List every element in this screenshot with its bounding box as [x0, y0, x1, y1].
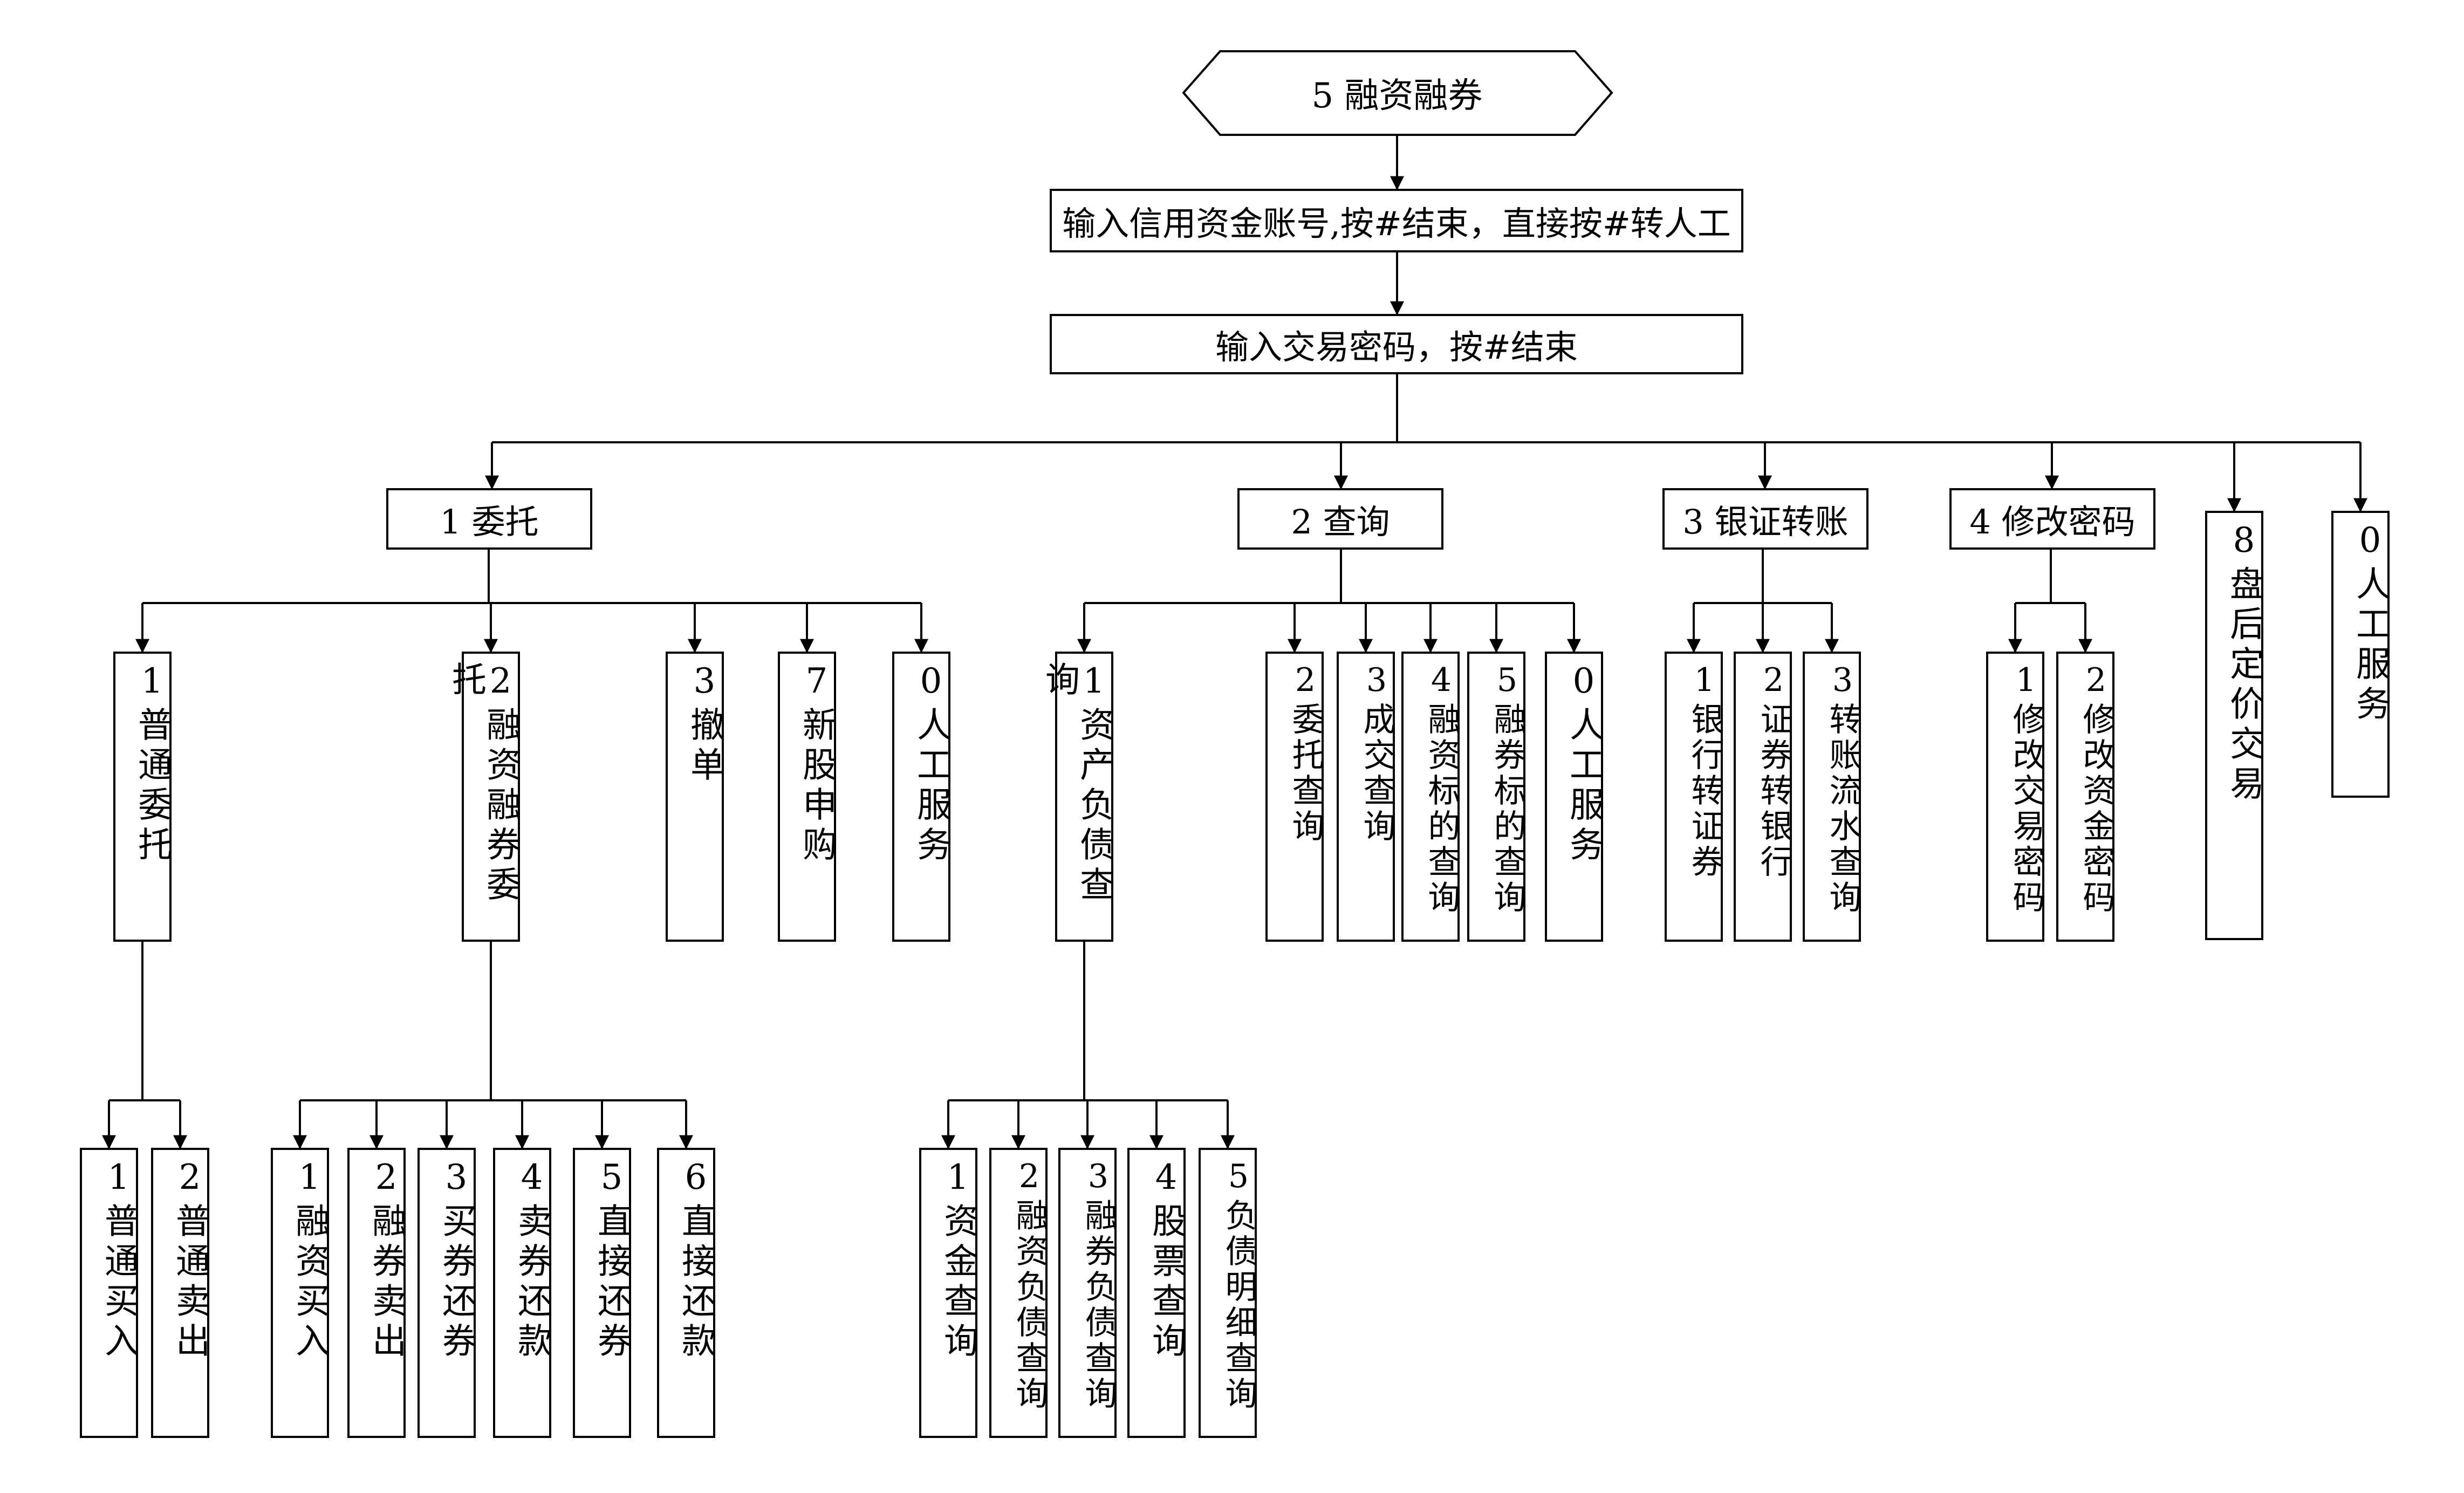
- menu-query: 2 查询: [1237, 488, 1443, 550]
- margin-short-sell: 2融券卖出: [347, 1148, 406, 1438]
- normal-sell: 2普通卖出: [151, 1148, 210, 1438]
- asset-liability-detail-query: 5负债明细查询: [1199, 1148, 1257, 1438]
- transfer-history: 3转账流水查询: [1803, 652, 1861, 942]
- password-trade: 1修改交易密码: [1986, 652, 2045, 942]
- entrust-margin: 2融资融券委托: [446, 652, 521, 942]
- transfer-bank-to-securities: 1银行转证券: [1665, 652, 1723, 942]
- password-funds: 2修改资金密码: [2056, 652, 2115, 942]
- query-financing-targets: 4融资标的查询: [1401, 652, 1460, 942]
- normal-buy: 1普通买入: [80, 1148, 139, 1438]
- margin-sell-to-repay: 4卖券还款: [493, 1148, 552, 1438]
- asset-stock-query: 4股票查询: [1127, 1148, 1186, 1438]
- margin-financing-buy: 1融资买入: [271, 1148, 330, 1438]
- transfer-securities-to-bank: 2证券转银行: [1734, 652, 1792, 942]
- asset-funds-query: 1资金查询: [919, 1148, 978, 1438]
- query-asset-liability: 1资产负债查询: [1039, 652, 1114, 942]
- margin-direct-return: 5直接还券: [573, 1148, 632, 1438]
- root-hexagon: [1182, 50, 1613, 136]
- asset-financing-liability-query: 2融资负债查询: [989, 1148, 1048, 1438]
- entrust-normal: 1普通委托: [113, 652, 172, 942]
- entrust-ipo: 7新股申购: [778, 652, 837, 942]
- menu-bank-transfer: 3 银证转账: [1662, 488, 1868, 550]
- root-node-label: 5 融资融券: [1311, 76, 1483, 116]
- menu-entrust: 1 委托: [386, 488, 592, 550]
- menu-manual-service: 0人工服务: [2331, 511, 2390, 798]
- menu-change-password: 4 修改密码: [1949, 488, 2155, 550]
- margin-direct-repay: 6直接还款: [657, 1148, 716, 1438]
- step-enter-account: 输入信用资金账号,按#结束，直接按#转人工: [1050, 189, 1743, 252]
- margin-buy-to-return: 3买券还券: [417, 1148, 476, 1438]
- query-trades: 3成交查询: [1337, 652, 1395, 942]
- query-manual: 0人工服务: [1545, 652, 1604, 942]
- query-securities-lending-targets: 5融券标的查询: [1467, 652, 1526, 942]
- asset-lending-liability-query: 3融券负债查询: [1058, 1148, 1117, 1438]
- entrust-manual: 0人工服务: [892, 652, 951, 942]
- step-enter-password: 输入交易密码，按#结束: [1050, 314, 1743, 374]
- menu-after-hours-trading: 8盘后定价交易: [2205, 511, 2264, 940]
- entrust-cancel: 3撤单: [666, 652, 724, 942]
- query-orders: 2委托查询: [1265, 652, 1324, 942]
